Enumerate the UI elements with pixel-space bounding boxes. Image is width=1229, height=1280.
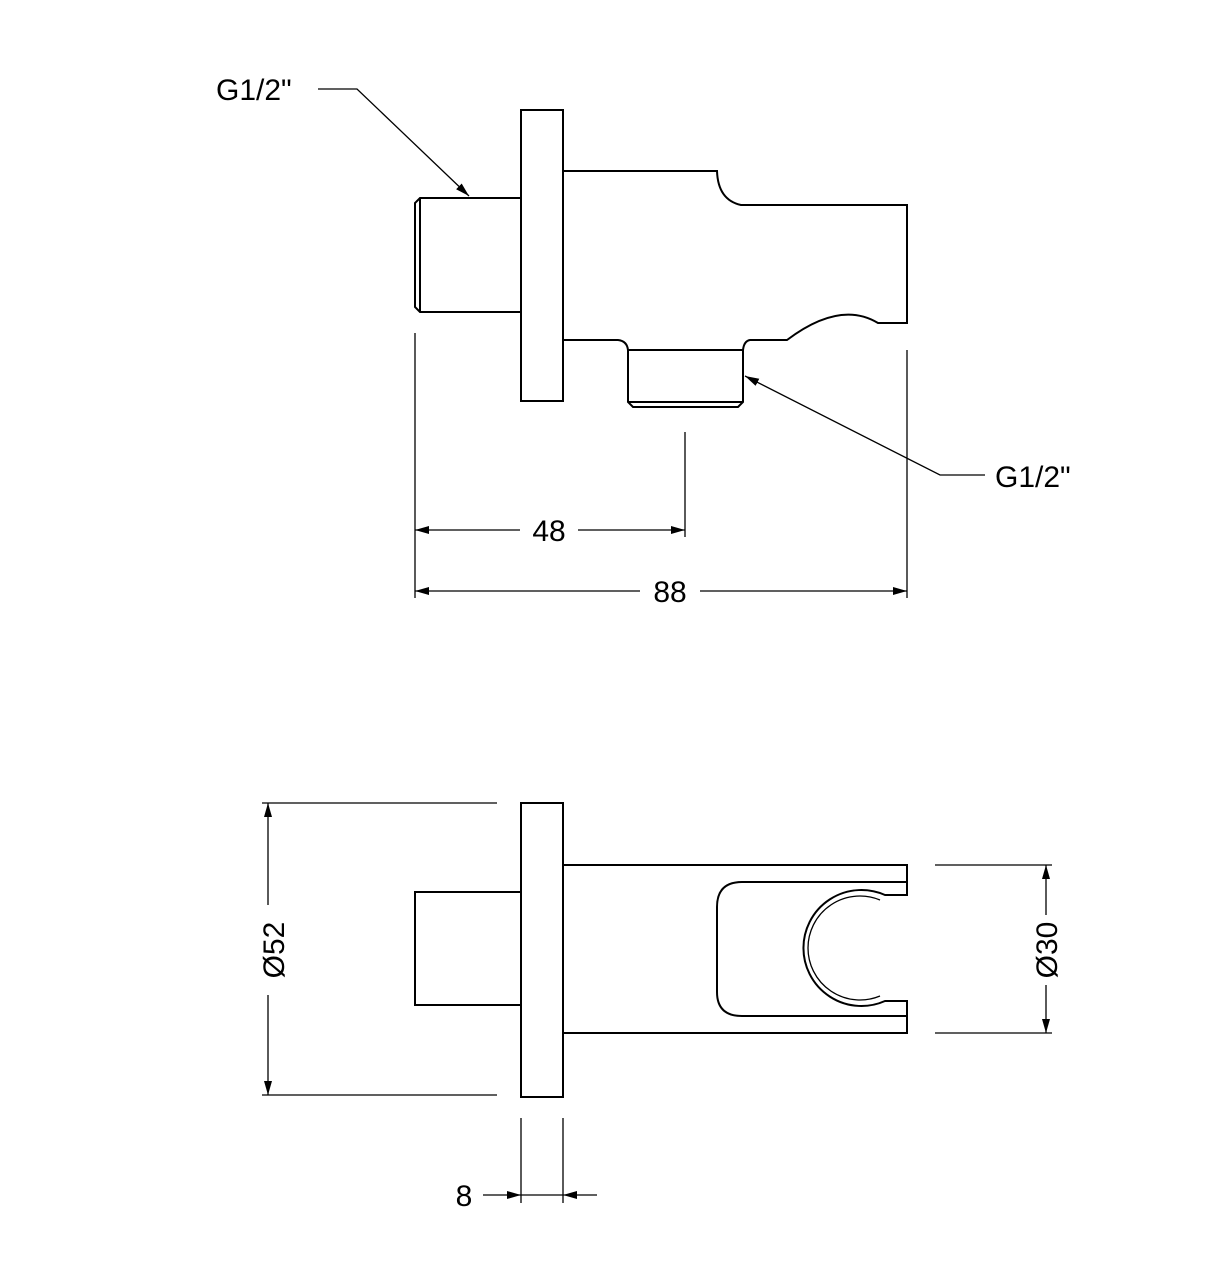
dim-30-label: Ø30 — [1031, 922, 1064, 979]
holder-slot — [716, 881, 907, 1017]
inlet-thread-label: G1/2" — [216, 74, 292, 107]
outlet-thread — [627, 349, 744, 408]
side-view: G1/2" G1/2" 48 88 — [216, 74, 1071, 609]
dim-88-label: 88 — [653, 576, 686, 609]
front-view: Ø52 Ø30 8 — [258, 802, 1064, 1213]
inlet-thread — [414, 197, 522, 313]
outlet-leader — [744, 375, 985, 476]
inlet-thread — [414, 891, 522, 1006]
outlet-thread-label: G1/2" — [995, 461, 1071, 494]
holder-body — [563, 864, 908, 1034]
holder-clip-inner — [807, 895, 881, 1001]
flange — [520, 109, 564, 402]
flange — [520, 802, 564, 1098]
inlet-leader — [318, 88, 470, 197]
body-outline — [563, 170, 908, 351]
dim-52-label: Ø52 — [258, 922, 291, 979]
dim-48-label: 48 — [532, 515, 565, 548]
dim-8-label: 8 — [456, 1180, 473, 1213]
